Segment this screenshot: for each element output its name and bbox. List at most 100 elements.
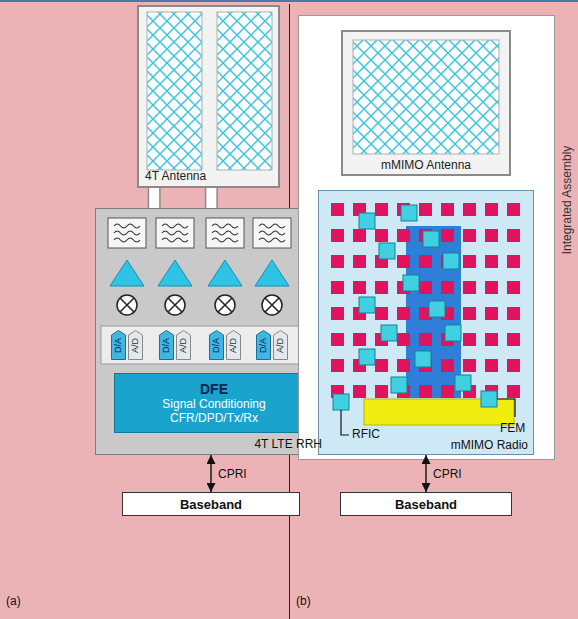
rf-chip: [403, 275, 419, 291]
antenna-element: [441, 203, 454, 216]
filter-wave: [162, 238, 188, 242]
antenna-element: [331, 333, 344, 346]
amplifier-symbol: [110, 260, 144, 286]
figure-tag: (a): [6, 594, 21, 608]
rf-chip: [391, 377, 407, 393]
node-title: Integrated Assembly: [560, 146, 574, 255]
antenna-element: [419, 333, 432, 346]
tag-shape: [112, 331, 126, 360]
antenna-element: [463, 307, 476, 320]
node-title: D/A: [114, 337, 123, 352]
figure-tag: (b): [296, 594, 311, 608]
antenna-element: [463, 203, 476, 216]
connector-group: [211, 455, 212, 492]
part-label: FEM: [500, 421, 525, 435]
antenna-element: [507, 229, 520, 242]
antenna-element: [419, 203, 432, 216]
antenna-element: [331, 229, 344, 242]
converter-tag: D/A: [209, 330, 224, 360]
antenna-element: [507, 307, 520, 320]
node-title: Baseband: [395, 497, 457, 512]
converter-tag: D/A: [159, 330, 174, 360]
node-title: D/A: [259, 337, 268, 352]
cable-outline: [205, 188, 218, 208]
antenna-element: [485, 359, 498, 372]
node-title: D/A: [212, 337, 221, 352]
link-arrow: [210, 455, 211, 492]
antenna-element: [375, 203, 388, 216]
antenna-element: [485, 333, 498, 346]
node-title: mMIMO Radio: [451, 438, 528, 452]
antenna-element: [397, 255, 410, 268]
mixer-cross: [120, 298, 134, 312]
cable-outline: [148, 188, 161, 208]
antenna-element: [353, 229, 366, 242]
antenna-element: [419, 281, 432, 294]
rf-chip: [401, 205, 417, 221]
label-anchor: CPRI: [218, 474, 247, 488]
node-title: 4T LTE RRH: [254, 437, 322, 451]
connector-group: [211, 188, 212, 208]
label-anchor: (a): [6, 594, 21, 608]
rf-chip: [443, 253, 459, 269]
antenna-element: [397, 307, 410, 320]
converter-tag: D/A: [111, 330, 126, 360]
mixer-symbol: [262, 295, 282, 315]
radio-board: [319, 191, 533, 454]
antenna-element: [353, 385, 366, 398]
rf-chip: [333, 394, 349, 410]
antenna-element: [397, 229, 410, 242]
antenna-element: [441, 359, 454, 372]
mixer-cross: [265, 298, 279, 312]
top-rule: [0, 0, 578, 2]
rf-chip: [423, 231, 439, 247]
antenna-element: [331, 203, 344, 216]
amplifier-symbol: [208, 260, 242, 286]
antenna-element: [485, 307, 498, 320]
converter-tag: A/D: [226, 330, 241, 360]
rf-chip: [359, 213, 375, 229]
rf-chip: [445, 325, 461, 341]
tag-shape: [210, 331, 224, 360]
rf-chain: [156, 218, 194, 315]
node-title: D/A: [162, 337, 171, 352]
antenna-element: [331, 359, 344, 372]
rf-chain: [253, 218, 291, 315]
antenna-element: [463, 359, 476, 372]
radiator-lattice: [217, 12, 272, 170]
filter-wave: [259, 231, 285, 235]
filter-symbol: [253, 218, 291, 248]
antenna-element: [441, 281, 454, 294]
radio-unit: mMIMO Radio: [318, 190, 534, 455]
amplifier-symbol: [255, 260, 289, 286]
connector-group: [154, 188, 155, 208]
filter-wave: [259, 224, 285, 228]
node-title: 4T Antenna: [145, 169, 206, 183]
label-anchor: CPRI: [433, 474, 462, 488]
filter-wave: [212, 224, 238, 228]
filter-wave: [114, 224, 140, 228]
filter-wave: [212, 231, 238, 235]
antenna-panel: mMIMO Antenna: [341, 30, 511, 176]
filter-wave: [162, 224, 188, 228]
rf-chip: [429, 301, 445, 317]
rf-chip: [455, 375, 471, 391]
rf-chip: [381, 325, 397, 341]
mixer-symbol: [215, 295, 235, 315]
rf-chip: [359, 297, 375, 313]
antenna-element: [353, 255, 366, 268]
rf-chip: [481, 391, 497, 407]
tag-shape: [227, 331, 241, 360]
antenna-element: [419, 385, 432, 398]
antenna-element: [353, 281, 366, 294]
label-anchor: RFIC: [352, 427, 380, 441]
node-title: A/D: [229, 337, 238, 352]
antenna-element: [463, 255, 476, 268]
antenna-element: [331, 281, 344, 294]
antenna-element: [331, 307, 344, 320]
mixer-cross: [218, 298, 232, 312]
filter-wave: [162, 231, 188, 235]
filter-wave: [114, 238, 140, 242]
rf-chip: [359, 349, 375, 365]
tag-shape: [177, 331, 191, 360]
